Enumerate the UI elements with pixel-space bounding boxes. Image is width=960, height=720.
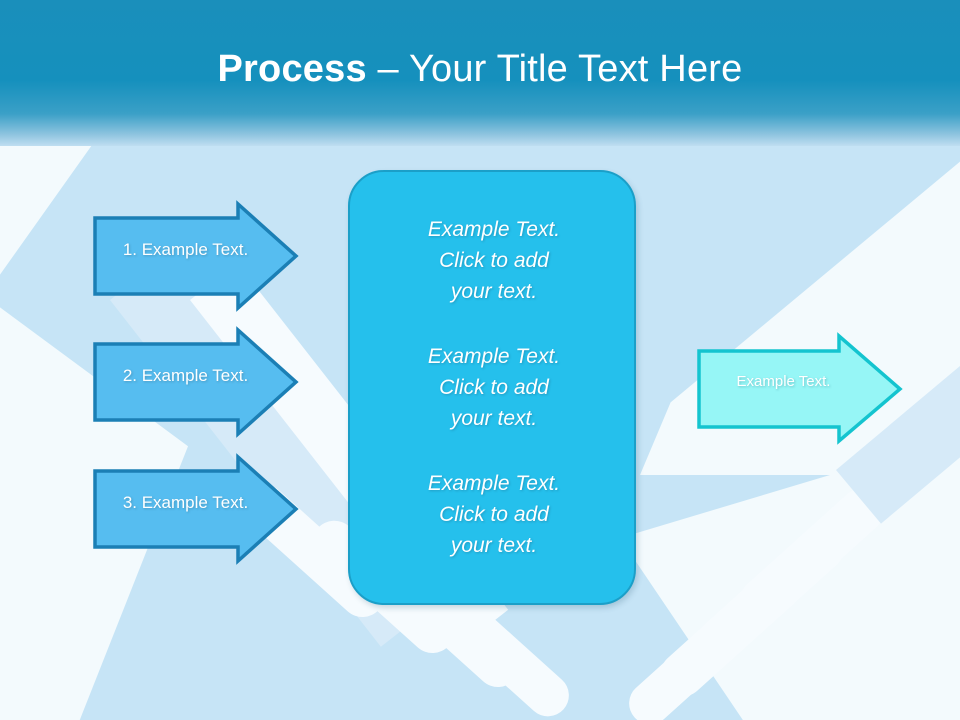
center-paragraph-2: Example Text. Click to add your text.: [427, 345, 561, 430]
page-title: Process – Your Title Text Here: [0, 46, 960, 92]
slide-header-band: Process – Your Title Text Here: [0, 0, 960, 146]
arrow-right-shape-icon: [93, 453, 299, 565]
process-step-arrow-2[interactable]: 2. Example Text.: [93, 326, 299, 438]
process-step-arrow-3[interactable]: 3. Example Text.: [93, 453, 299, 565]
arrow-right-shape-icon: [697, 332, 903, 445]
center-paragraph-1: Example Text. Click to add your text.: [427, 218, 561, 303]
process-step-arrow-1-label: 1. Example Text.: [122, 240, 249, 259]
process-step-arrow-3-label: 3. Example Text.: [122, 493, 249, 512]
page-title-rest: – Your Title Text Here: [366, 48, 743, 90]
center-paragraph-3: Example Text. Click to add your text.: [427, 472, 561, 557]
process-outcome-arrow-label: Example Text.: [736, 373, 831, 390]
process-outcome-arrow[interactable]: Example Text.: [697, 332, 903, 445]
process-step-arrow-1[interactable]: 1. Example Text.: [93, 200, 299, 312]
arrow-right-shape-icon: [93, 326, 299, 438]
process-center-box[interactable]: Example Text. Click to add your text. Ex…: [348, 170, 636, 605]
process-step-arrow-2-label: 2. Example Text.: [122, 366, 249, 385]
page-title-bold: Process: [217, 48, 367, 90]
process-center-box-content: Example Text. Click to add your text. Ex…: [370, 214, 618, 561]
arrow-right-shape-icon: [93, 200, 299, 312]
